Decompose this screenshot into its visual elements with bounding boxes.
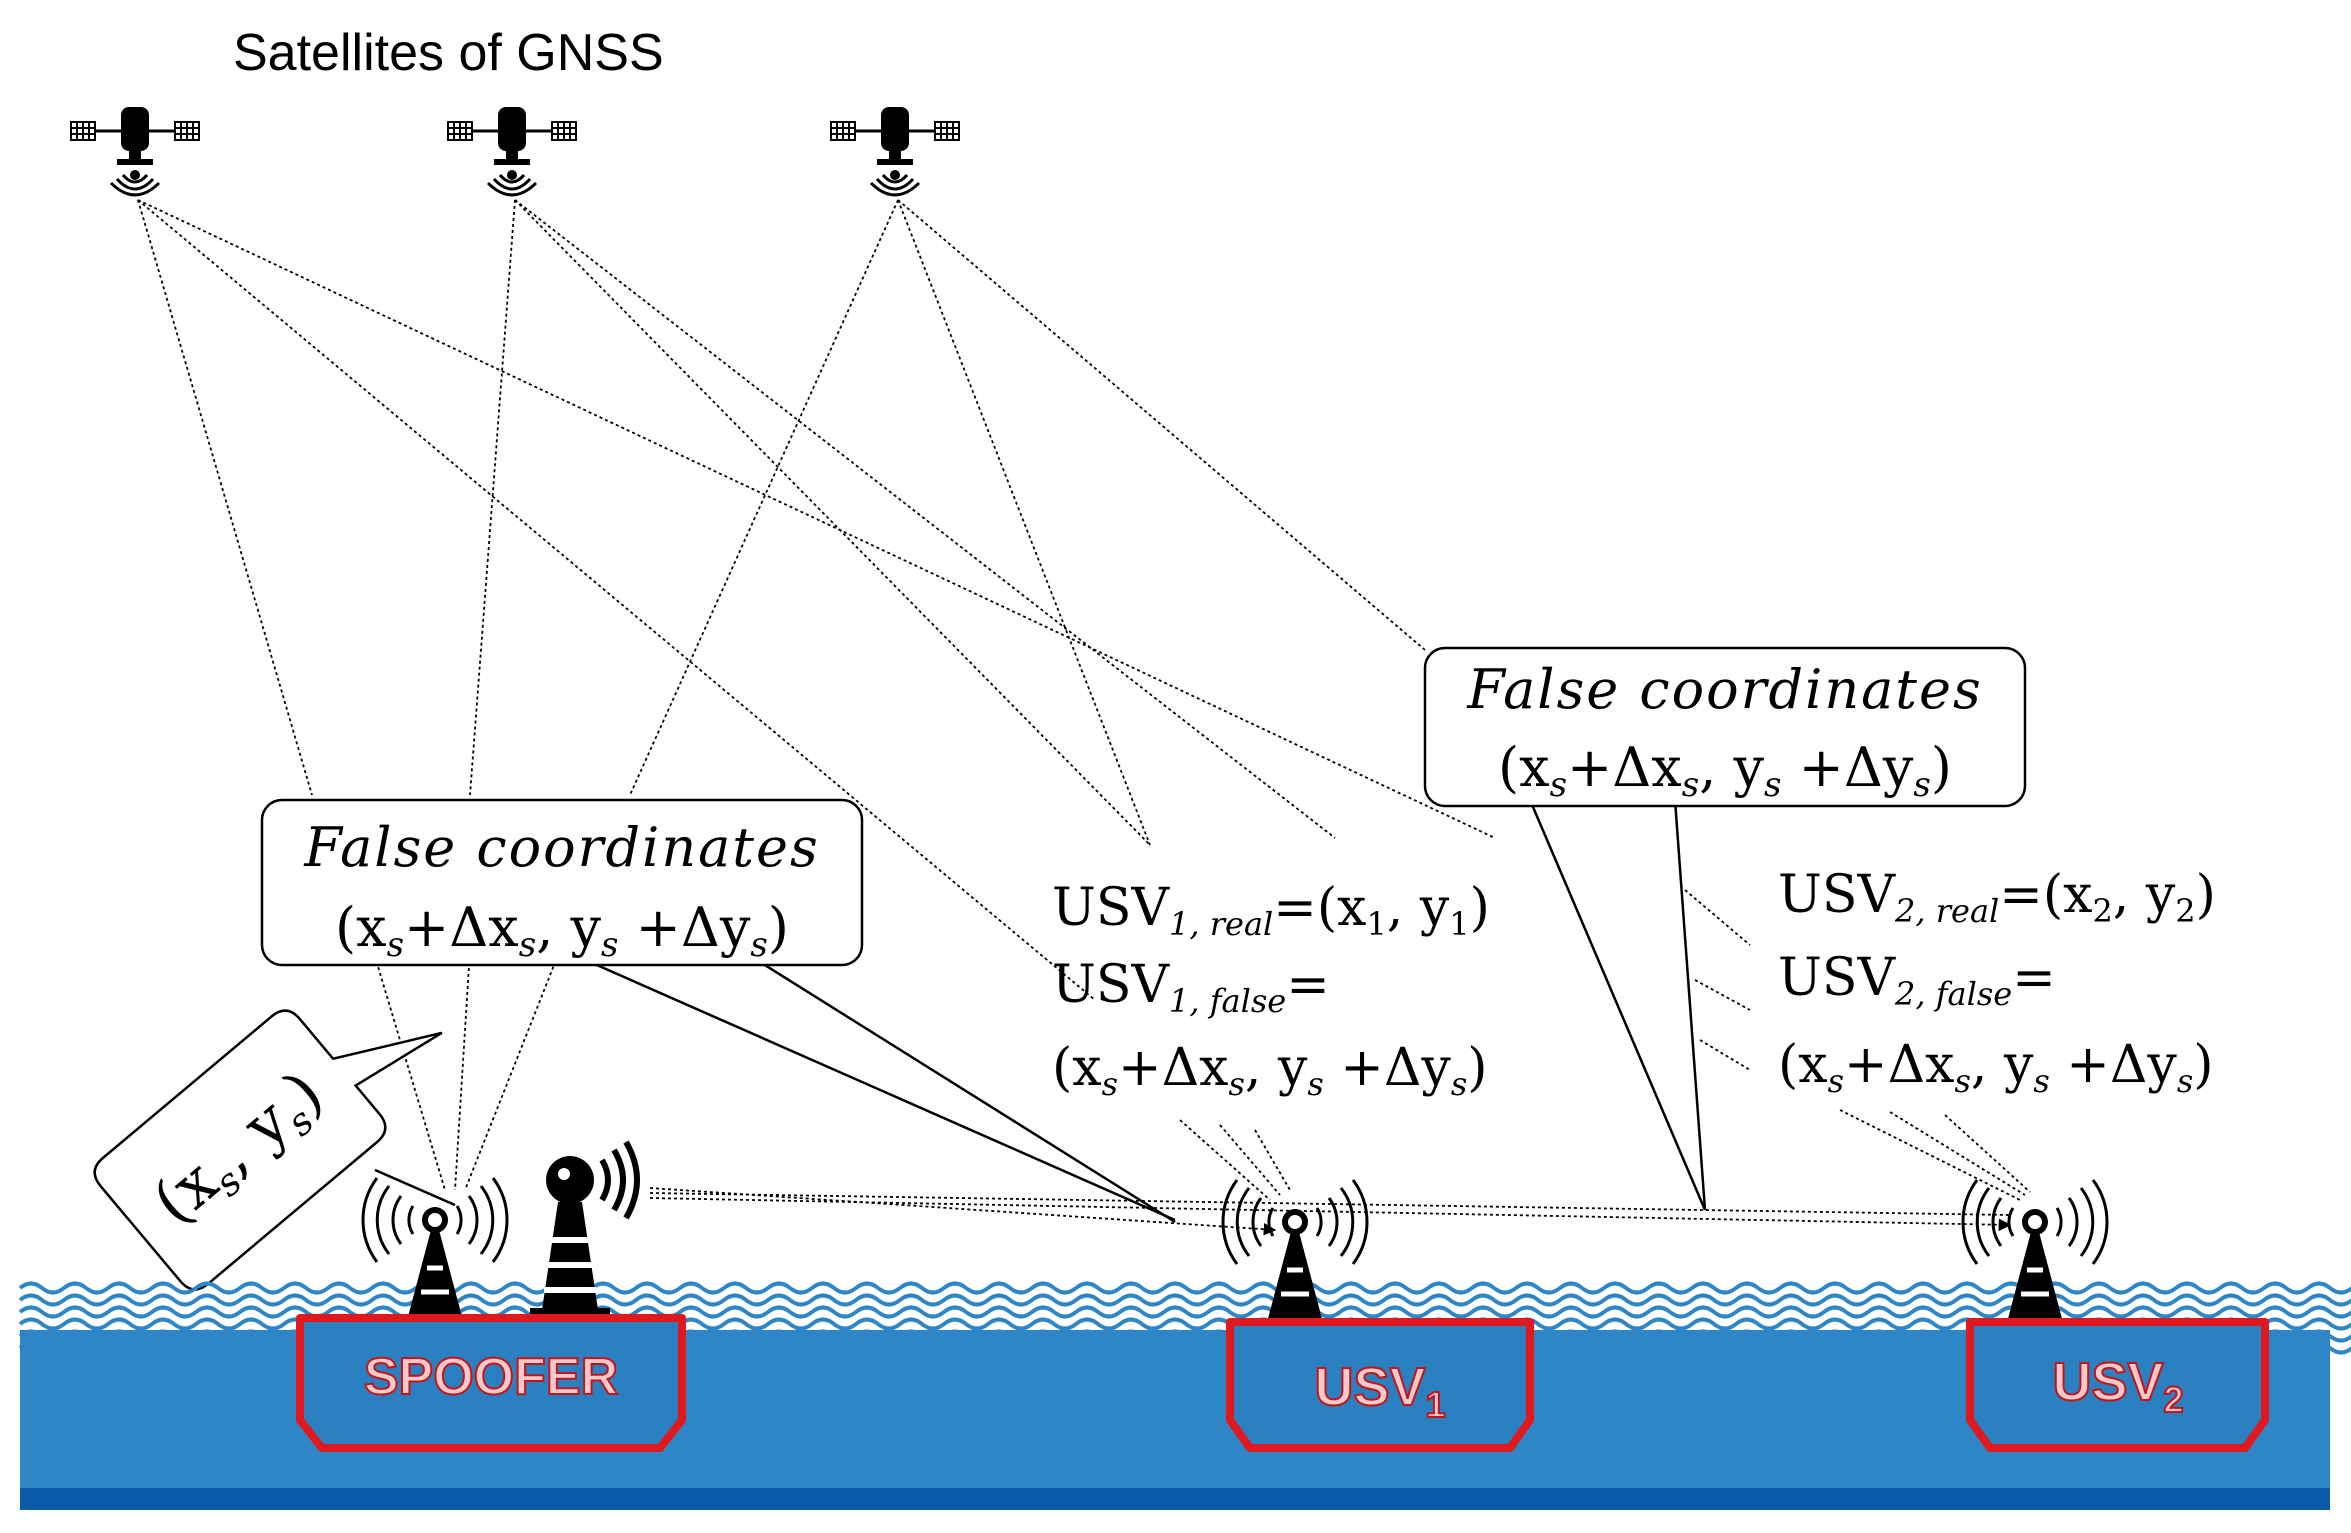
usv1-real: USV1, real=(x1, y1) (1052, 878, 1490, 943)
wave-line (18, 1293, 2351, 1307)
usv2-false-label: USV2, false= (1778, 948, 2056, 1013)
false-coordinates-callout-right: False coordinates (xs+Δxs, ys +Δys) (1423, 646, 2027, 808)
wave-line (18, 1281, 2351, 1295)
callout-formula: (xs+Δxs, ys +Δys) (335, 896, 789, 965)
callout-title: False coordinates (303, 816, 819, 879)
usv2-boat: USV2 (1966, 1318, 2269, 1452)
spoofer-antenna-icon (363, 1178, 507, 1328)
usv1-boat: USV1 (1226, 1318, 1534, 1452)
usv1-false-value: (xs+Δxs, ys +Δys) (1052, 1038, 1488, 1103)
usv1-label: USV1 (1314, 1357, 1445, 1425)
callout-formula: (xs+Δxs, ys +Δys) (1498, 736, 1952, 805)
spoofer-transmitter-icon (530, 1140, 640, 1316)
false-coordinates-callout-left: False coordinates (xs+Δxs, ys +Δys) (260, 798, 864, 967)
diagram-title: Satellites of GNSS (233, 24, 664, 82)
usv2-false-value: (xs+Δxs, ys +Δys) (1778, 1035, 2214, 1100)
gnss-signal-lines (137, 199, 2031, 1236)
usv2-antenna-icon (1963, 1180, 2107, 1330)
usv1-coordinates: USV1, real=(x1, y1) USV1, false= (xs+Δxs… (1052, 878, 1490, 1103)
callout-title: False coordinates (1466, 658, 1982, 721)
spoofer-boat: SPOOFER (296, 1314, 686, 1452)
satellite-icon (69, 105, 201, 197)
satellite-icon (446, 105, 578, 197)
callout-pointers (589, 799, 1707, 1224)
usv2-real: USV2, real=(x2, y2) (1778, 865, 2216, 930)
usv2-label: USV2 (2052, 1352, 2183, 1420)
spoofer-label: SPOOFER (364, 1348, 618, 1406)
spoofer-bubble-pointer (374, 1168, 456, 1207)
usv1-false-label: USV1, false= (1052, 955, 1330, 1020)
satellite-icon (829, 105, 961, 197)
usv2-coordinates: USV2, real=(x2, y2) USV2, false= (xs+Δxs… (1778, 865, 2216, 1100)
spoofer-position-bubble: (xs, ys) (93, 1009, 443, 1291)
